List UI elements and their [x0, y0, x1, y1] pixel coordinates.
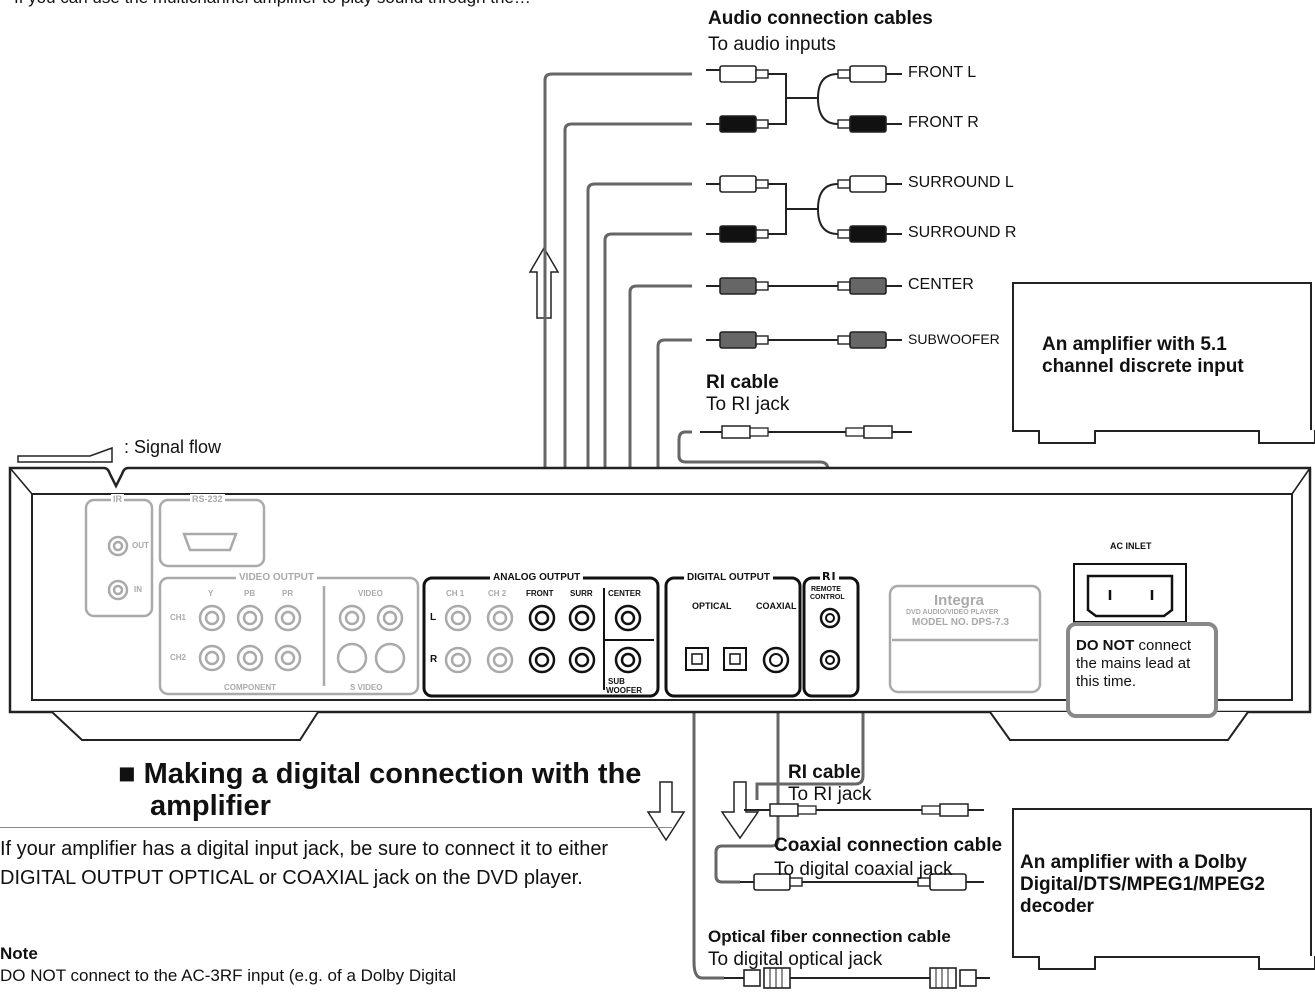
model-line-2: MODEL NO. DPS-7.3	[912, 617, 1010, 628]
video-output-block	[158, 576, 420, 696]
analog-output-block	[422, 576, 660, 698]
ac-inlet-label: AC INLET	[1110, 541, 1152, 551]
amplifier-51-label: An amplifier with 5.1 channel discrete i…	[1042, 334, 1244, 377]
surr-label: SURR	[570, 589, 593, 598]
audio-cables-title: Audio connection cables	[708, 8, 933, 29]
sub-label: SUB	[608, 677, 625, 686]
section-divider	[0, 827, 672, 828]
coaxial-cable-subtitle: To digital coaxial jack	[774, 859, 953, 880]
jack-label-surround-r: SURROUND R	[908, 224, 1017, 241]
signal-arrow-down-icon	[646, 781, 760, 842]
warning-text: DO NOT connect the mains lead at this ti…	[1076, 637, 1212, 691]
digital-output-label: DIGITAL OUTPUT	[684, 572, 773, 583]
optical-label: OPTICAL	[692, 601, 732, 611]
audio-cable-front	[706, 65, 902, 133]
audio-cables-subtitle: To audio inputs	[708, 34, 836, 55]
model-line-1: DVD AUDIO/VIDEO PLAYER	[906, 609, 999, 616]
signal-flow-arrow-icon	[17, 446, 113, 463]
optical-cable	[724, 967, 990, 989]
pr-label: PR	[282, 589, 294, 598]
analog-ch2-label: CH 2	[488, 589, 507, 598]
ri-cable-top-subtitle: To RI jack	[706, 394, 790, 415]
audio-cable-center-sub	[706, 277, 902, 349]
ir-out-label: OUT	[132, 541, 149, 550]
ri-cable-bottom-title: RI cable	[788, 762, 861, 783]
dvd-player-body	[8, 466, 1312, 741]
warning-rest: connect the mains lead at this time.	[1076, 637, 1192, 690]
model-plate	[888, 584, 1042, 694]
audio-cable-surround	[706, 175, 902, 243]
brand-logo: Integra	[934, 592, 985, 609]
analog-output-label: ANALOG OUTPUT	[490, 572, 584, 583]
front-label: FRONT	[526, 589, 554, 598]
intro-text: If you can use the multichannel amplifie…	[14, 0, 531, 8]
warning-bold: DO NOT	[1076, 637, 1135, 654]
ch2-label: CH2	[170, 653, 187, 662]
rs232-label: RS-232	[190, 494, 225, 504]
video-output-label: VIDEO OUTPUT	[236, 572, 318, 583]
coaxial-cable	[740, 873, 984, 891]
coaxial-label: COAXIAL	[756, 601, 797, 611]
component-label: COMPONENT	[224, 683, 276, 692]
r-channel-label: R	[430, 654, 438, 665]
y-label: Y	[208, 589, 214, 598]
note-heading: Note	[0, 944, 38, 963]
video-label: VIDEO	[358, 589, 383, 598]
jack-label-surround-l: SURROUND L	[908, 174, 1014, 191]
ir-label: IR	[111, 494, 124, 504]
coaxial-cable-title: Coaxial connection cable	[774, 835, 1003, 856]
center-jack-label: CENTER	[608, 589, 641, 598]
note-body: DO NOT connect to the AC-3RF input (e.g.…	[0, 966, 457, 985]
ri-cable-top	[700, 425, 912, 439]
control-label: CONTROL	[810, 594, 845, 601]
optical-cable-title: Optical fiber connection cable	[708, 927, 951, 946]
amplifier-dolby-label: An amplifier with a Dolby Digital/DTS/MP…	[1020, 852, 1265, 917]
ir-block	[84, 498, 154, 618]
pb-label: PB	[244, 589, 256, 598]
analog-ch1-label: CH 1	[446, 589, 465, 598]
woofer-label: WOOFER	[606, 686, 642, 695]
section-title-line-1: ■ Making a digital connection with the	[118, 758, 642, 790]
ri-mark: RI	[820, 570, 839, 583]
jack-label-front-r: FRONT R	[908, 114, 979, 131]
signal-flow-label: : Signal flow	[124, 437, 222, 457]
l-channel-label: L	[430, 612, 437, 623]
analog-cable-routes	[543, 72, 865, 980]
ir-in-label: IN	[134, 585, 142, 594]
section-title: ■ Making a digital connection with the a…	[118, 758, 641, 822]
section-title-line-2: amplifier	[150, 790, 271, 822]
remote-label: REMOTE	[811, 586, 841, 593]
jack-label-subwoofer: SUBWOOFER	[908, 331, 1000, 347]
jack-label-front-l: FRONT L	[908, 64, 977, 81]
jack-label-center: CENTER	[908, 276, 974, 293]
ri-cable-bottom	[744, 803, 984, 817]
ri-cable-top-title: RI cable	[706, 372, 779, 393]
optical-cable-subtitle: To digital optical jack	[708, 949, 883, 970]
s-video-label: S VIDEO	[350, 683, 383, 692]
ch1-label: CH1	[170, 613, 187, 622]
ri-cable-bottom-subtitle: To RI jack	[788, 784, 872, 805]
warning-box	[1066, 622, 1218, 718]
section-body: If your amplifier has a digital input ja…	[0, 838, 609, 889]
